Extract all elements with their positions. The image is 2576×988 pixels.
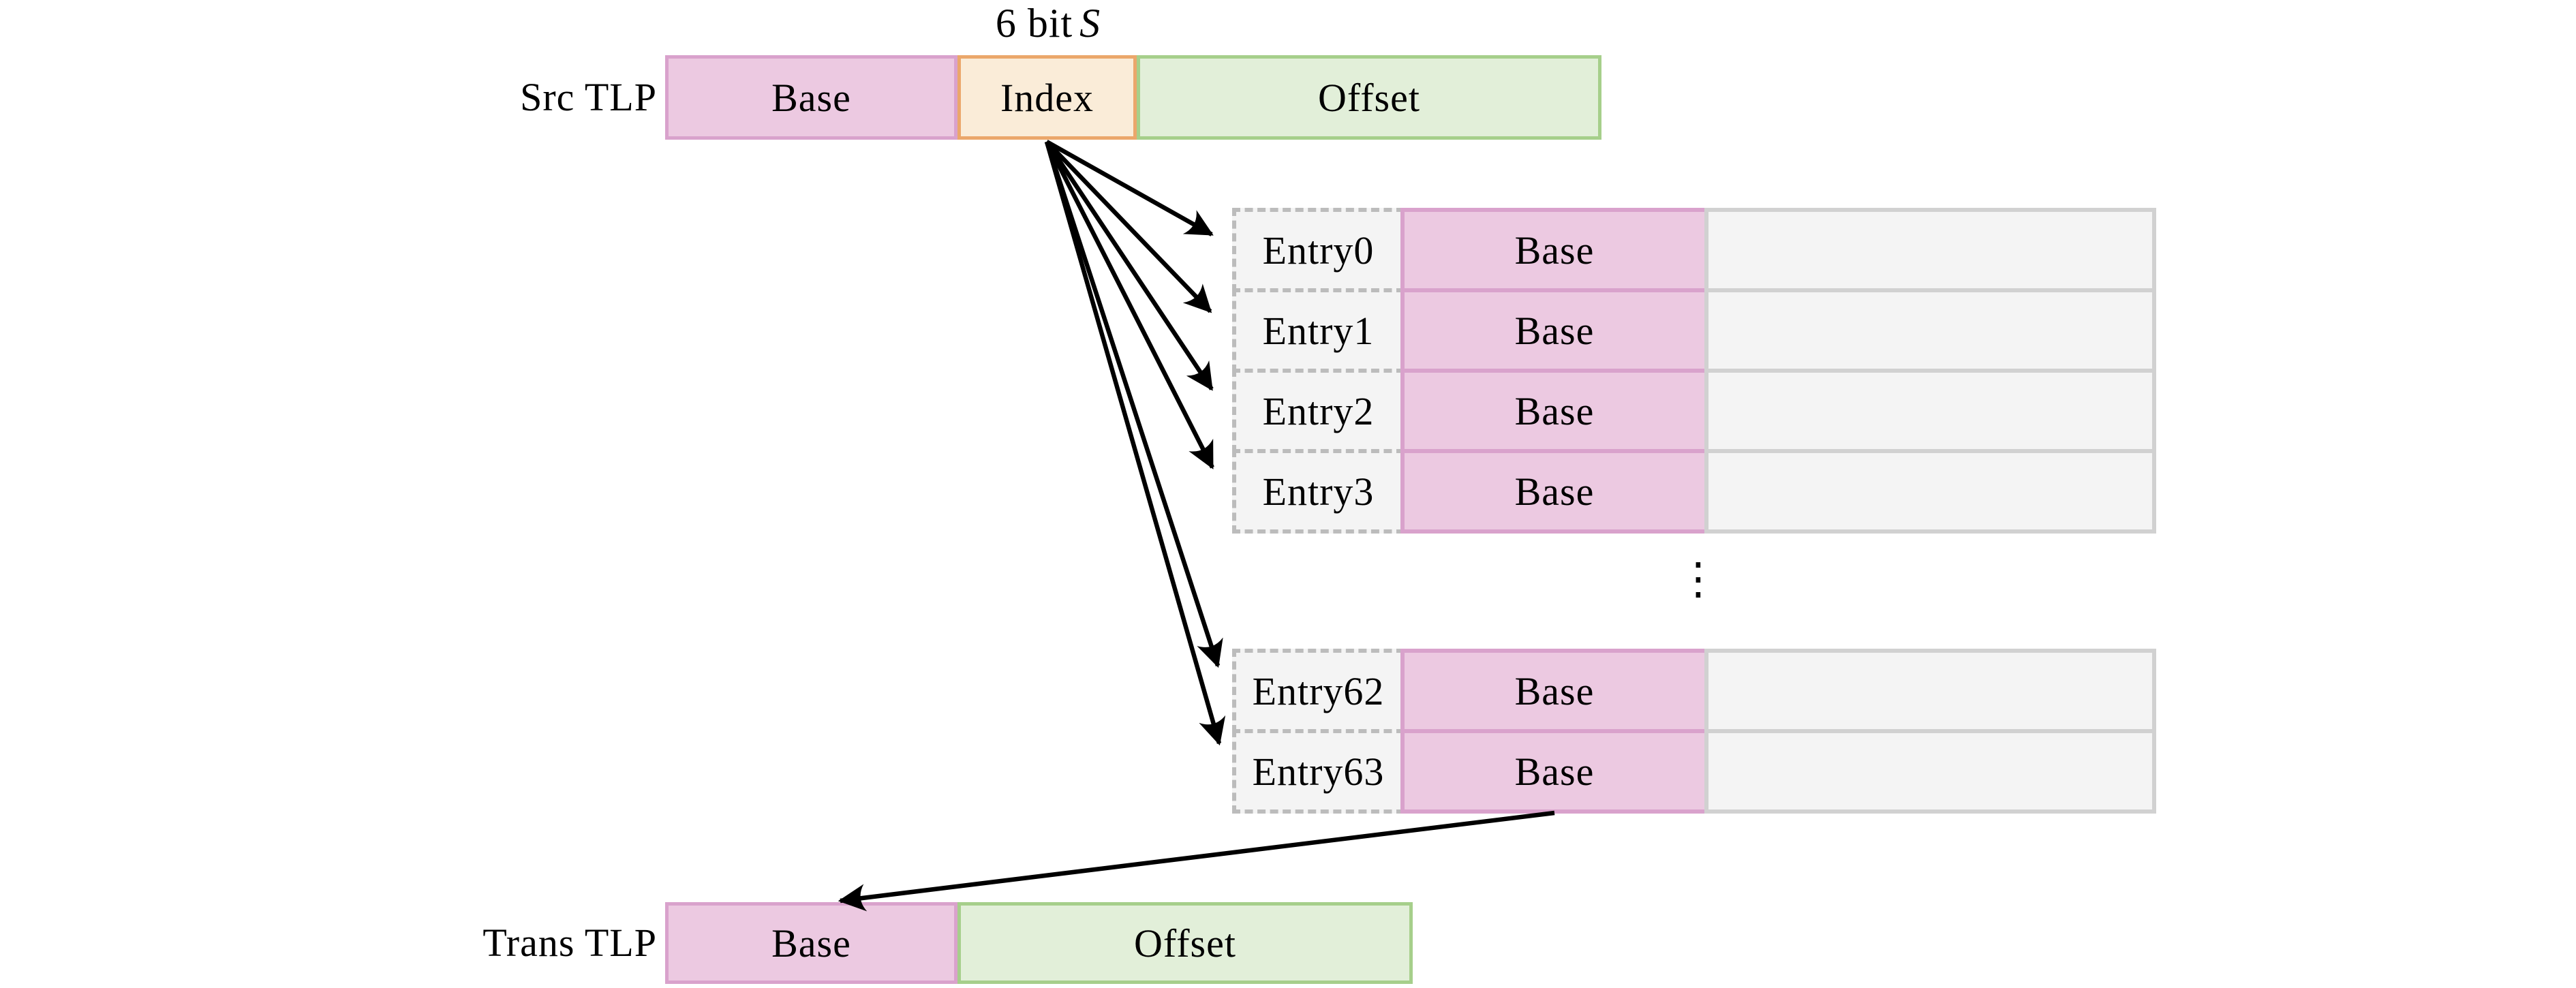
entry-label-cell: Entry1 <box>1232 288 1405 373</box>
base-cell: Base <box>1400 369 1708 453</box>
six-bit-annotation-prefix: 6 bit <box>995 1 1073 46</box>
entry-table-upper: Entry0 Base Entry1 Base Entry2 Base Entr… <box>1232 208 2156 534</box>
six-bit-annotation-variable: S <box>1079 1 1101 46</box>
value-cell <box>1704 208 2156 292</box>
value-cell <box>1704 449 2156 534</box>
base-cell: Base <box>1400 449 1708 534</box>
value-cell <box>1704 729 2156 814</box>
entry-label-cell: Entry0 <box>1232 208 1405 292</box>
table-row-entry3: Entry3 Base <box>1232 449 2156 534</box>
value-cell <box>1704 288 2156 373</box>
entry63-base-to-trans-arrow <box>838 810 1555 912</box>
index-to-entry63-arrow <box>1044 141 1226 746</box>
entry-label-cell: Entry63 <box>1232 729 1405 814</box>
index-to-entry3-arrow <box>1045 140 1214 469</box>
trans-tlp-box: Base Offset <box>665 902 1413 984</box>
trans-field-base: Base <box>665 902 957 984</box>
entry-table-lower: Entry62 Base Entry63 Base <box>1232 649 2156 814</box>
index-to-entry62-arrow <box>1044 140 1223 668</box>
src-field-offset: Offset <box>1137 55 1601 140</box>
table-row-entry63: Entry63 Base <box>1232 729 2156 814</box>
src-tlp-label: Src TLP <box>520 75 657 119</box>
vertical-ellipsis: ⋮ <box>1676 554 1720 604</box>
entry-label-cell: Entry62 <box>1232 649 1405 733</box>
base-cell: Base <box>1400 649 1708 733</box>
value-cell <box>1704 649 2156 733</box>
value-cell <box>1704 369 2156 453</box>
trans-field-offset: Offset <box>957 902 1413 984</box>
index-to-entry1-arrow <box>1045 140 1212 313</box>
entry-label-cell: Entry2 <box>1232 369 1405 453</box>
base-cell: Base <box>1400 729 1708 814</box>
base-cell: Base <box>1400 208 1708 292</box>
table-row-entry1: Entry1 Base <box>1232 288 2156 373</box>
index-to-entry2-arrow <box>1045 140 1214 391</box>
table-row-entry0: Entry0 Base <box>1232 208 2156 292</box>
entry-label-cell: Entry3 <box>1232 449 1405 534</box>
table-row-entry62: Entry62 Base <box>1232 649 2156 733</box>
trans-tlp-label: Trans TLP <box>482 921 657 965</box>
src-tlp-box: Base Index Offset <box>665 55 1601 140</box>
src-field-base: Base <box>665 55 957 140</box>
src-field-index: Index <box>957 55 1137 140</box>
index-to-entry0-arrow <box>1045 140 1214 236</box>
base-cell: Base <box>1400 288 1708 373</box>
table-row-entry2: Entry2 Base <box>1232 369 2156 453</box>
